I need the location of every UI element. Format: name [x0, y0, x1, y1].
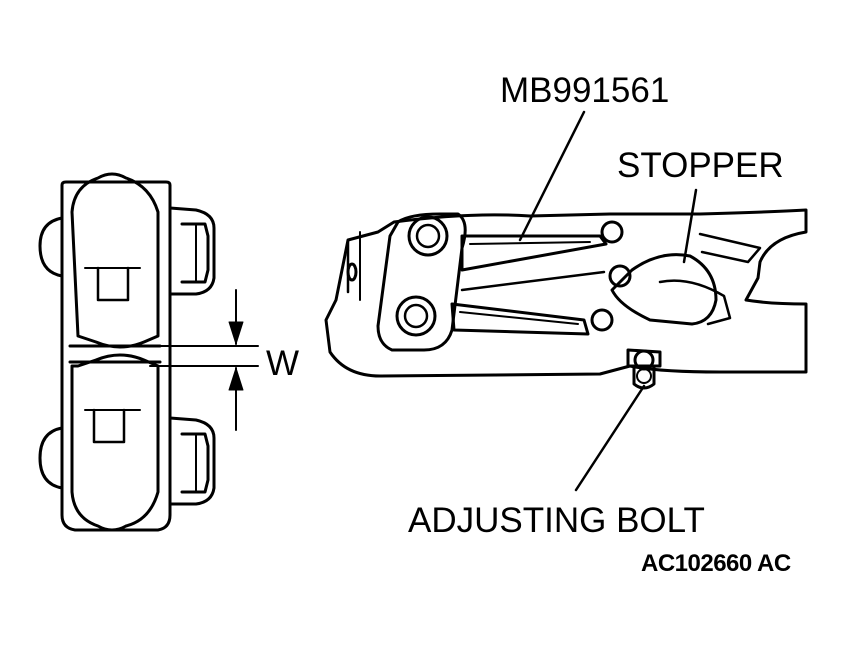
tool-number-label: MB991561 [500, 71, 670, 110]
gap-w-label: W [266, 344, 300, 383]
lower-jaw-blade [70, 353, 160, 532]
arm-bolt-1 [600, 220, 624, 244]
cutter-body-outline [324, 208, 808, 378]
left-bolt-head-bottom [38, 426, 64, 490]
jaw-closeup [38, 172, 259, 532]
arm-bolt-2 [608, 264, 632, 288]
upper-jaw-blade [70, 172, 160, 349]
stopper-link [610, 253, 718, 326]
leader-lines [518, 110, 698, 492]
hex-nut-bottom [168, 416, 216, 506]
stopper-label: STOPPER [617, 146, 784, 185]
figure-code-label: AC102660 AC [641, 550, 791, 577]
leader-stopper [682, 188, 698, 264]
adjusting-bolt-label: ADJUSTING BOLT [408, 501, 705, 540]
jaw-plate [376, 212, 467, 352]
arm-bolt-3 [590, 308, 614, 332]
upper-arm [460, 234, 608, 272]
jaw-bolt-bottom [395, 295, 437, 337]
jaw-outer-plate [60, 180, 172, 532]
leader-tool [518, 110, 586, 242]
leader-adjusting-bolt [574, 384, 646, 492]
bolt-cutter-head [324, 208, 808, 390]
jaw-bolt-top [407, 215, 449, 257]
lower-arm [450, 302, 590, 336]
hex-nut-top [168, 206, 216, 296]
left-bolt-head-top [38, 216, 64, 278]
adjusting-bolt [626, 348, 662, 390]
